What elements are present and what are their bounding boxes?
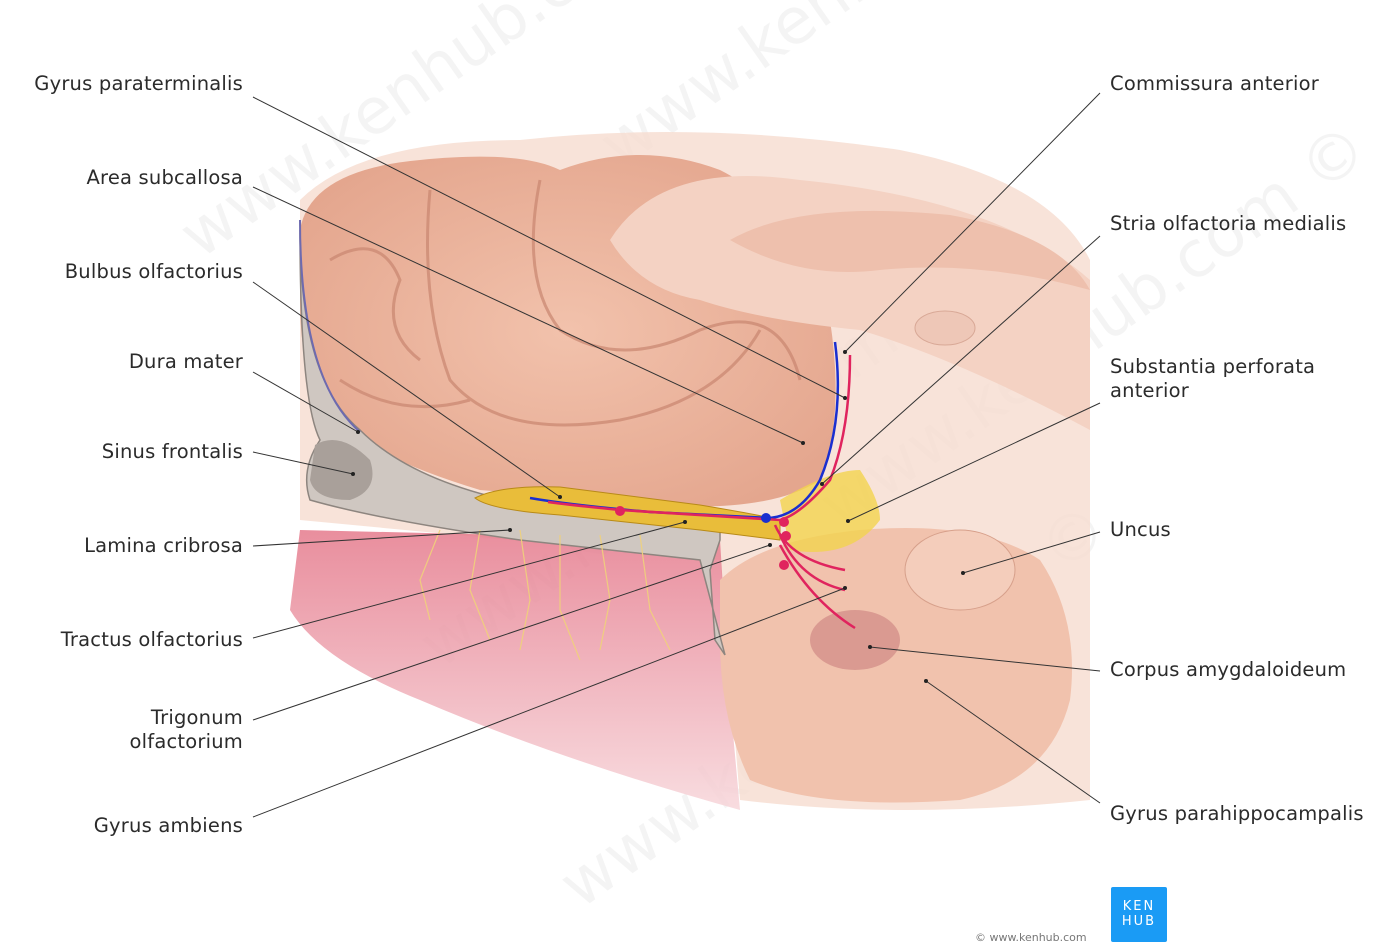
label-line: Trigonum	[150, 706, 243, 729]
label-dura-mater: Dura mater	[128, 350, 243, 373]
label-line: olfactorium	[129, 730, 243, 753]
label-gyrus-ambiens: Gyrus ambiens	[93, 814, 243, 837]
label-bulbus-olfactorius: Bulbus olfactorius	[64, 260, 243, 283]
nasal-mucosa	[290, 530, 740, 810]
anterior-perforated-substance	[780, 470, 880, 552]
label-line: anterior	[1110, 379, 1189, 402]
label-trigonum-olfactorium: Trigonum olfactorium	[130, 706, 243, 754]
copyright: © www.kenhub.com	[975, 931, 1087, 944]
kenhub-logo: KEN HUB	[1111, 887, 1167, 942]
label-corpus-amygdaloideum: Corpus amygdaloideum	[1110, 658, 1347, 681]
label-uncus: Uncus	[1110, 518, 1171, 541]
logo-text: HUB	[1121, 914, 1157, 929]
label-tractus-olfactorius: Tractus olfactorius	[60, 628, 243, 651]
label-lamina-cribrosa: Lamina cribrosa	[84, 534, 243, 557]
leader-lines	[252, 92, 1101, 818]
skull-bone	[299, 229, 726, 656]
label-substantia-perforata-anterior: Substantia perforata anterior	[1110, 355, 1315, 403]
label-stria-olfactoria-medialis: Stria olfactoria medialis	[1110, 212, 1347, 235]
label-gyrus-paraterminalis: Gyrus paraterminalis	[34, 72, 243, 95]
label-sinus-frontalis: Sinus frontalis	[101, 440, 243, 463]
label-commissura-anterior: Commissura anterior	[1110, 72, 1319, 95]
amygdala	[810, 610, 900, 670]
temporal-lobe	[720, 528, 1072, 803]
label-gyrus-parahippocampalis: Gyrus parahippocampalis	[1110, 802, 1364, 825]
label-area-subcallosa: Area subcallosa	[86, 166, 243, 189]
frontal-sinus	[310, 440, 373, 500]
logo-text: KEN	[1122, 899, 1156, 914]
label-line: Substantia perforata	[1110, 355, 1316, 378]
